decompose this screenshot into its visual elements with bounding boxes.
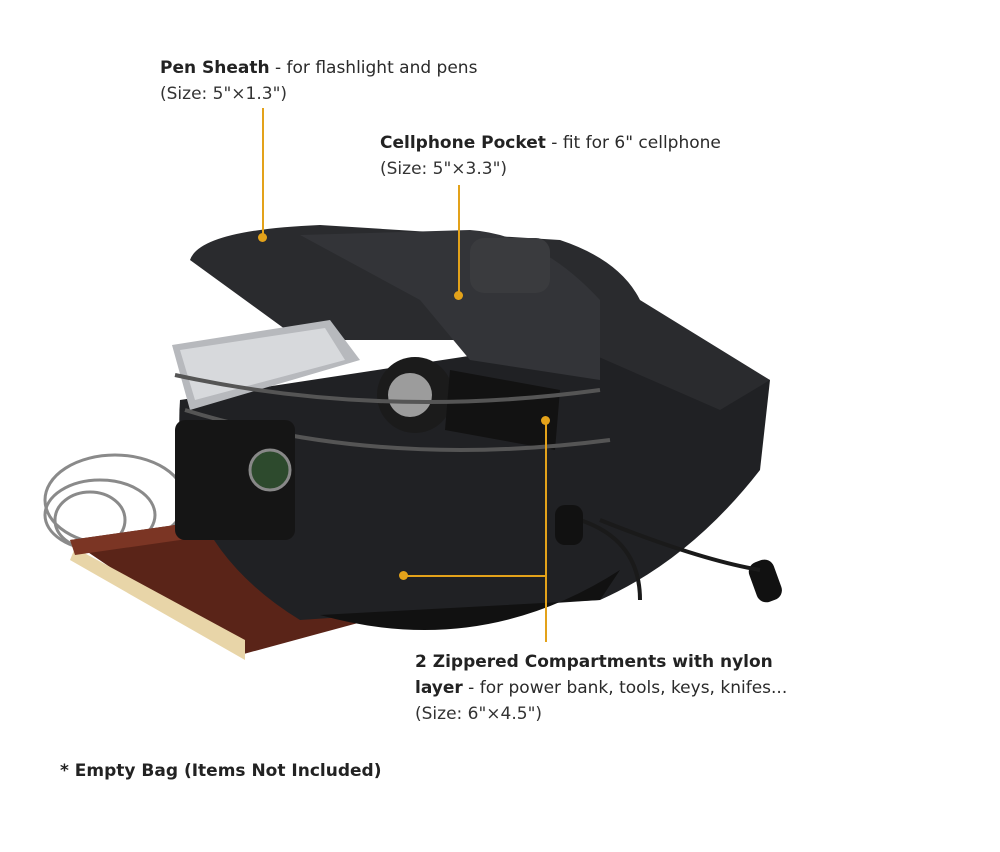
empty-bag-note: * Empty Bag (Items Not Included)	[60, 761, 382, 781]
cellphone-pocket-size: (Size: 5"×3.3")	[380, 159, 508, 179]
pouch-body-image	[172, 225, 782, 630]
cellphone-pocket-title: Cellphone Pocket	[380, 133, 546, 153]
pen-sheath-leader-dot	[258, 233, 267, 242]
pen-sheath-callout: Pen Sheath - for flashlight and pens (Si…	[160, 55, 477, 107]
compartments-size: (Size: 6"×4.5")	[415, 704, 543, 724]
pen-sheath-leader-line	[262, 108, 264, 238]
compartments-leader-line	[545, 420, 547, 642]
compartments-leader-dot-upper	[541, 416, 550, 425]
pen-sheath-title: Pen Sheath	[160, 58, 270, 78]
pen-sheath-desc: - for flashlight and pens	[269, 58, 478, 78]
cellphone-pocket-desc: - fit for 6" cellphone	[545, 133, 721, 153]
compartments-desc: - for power bank, tools, keys, knifes...	[462, 678, 788, 698]
cellphone-pocket-callout: Cellphone Pocket - fit for 6" cellphone …	[380, 130, 721, 182]
compartments-callout: 2 Zippered Compartments with nylon layer…	[415, 649, 787, 727]
compartments-leader-branch	[405, 575, 546, 577]
compartments-title-2: layer	[415, 678, 463, 698]
cellphone-pocket-leader-dot	[454, 291, 463, 300]
compartments-leader-dot-lower	[399, 571, 408, 580]
cellphone-pocket-leader-line	[458, 185, 460, 295]
compartments-title: 2 Zippered Compartments with nylon	[415, 652, 773, 672]
pen-sheath-size: (Size: 5"×1.3")	[160, 84, 288, 104]
